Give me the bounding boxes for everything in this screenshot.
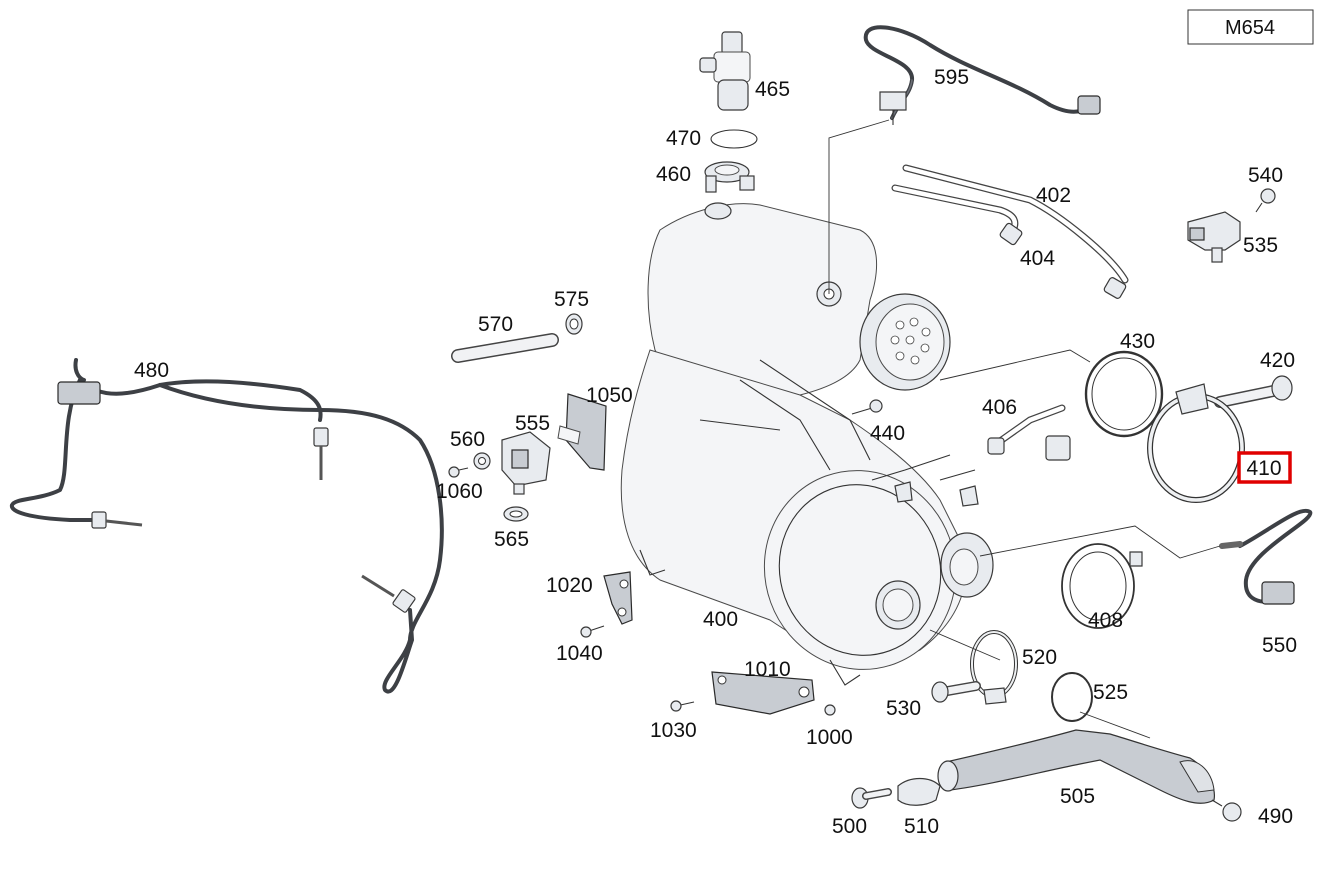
part-406-pipe[interactable] [987,404,1071,461]
part-490-bolt[interactable] [1211,799,1242,822]
callout-420[interactable]: 420 [1260,349,1295,372]
part-1010-bracket[interactable] [711,671,815,715]
part-410-clamp[interactable] [1147,383,1245,503]
part-550-sensor-cable[interactable] [1219,508,1313,605]
part-1000-nut[interactable] [824,704,836,716]
part-460-flange[interactable] [704,161,755,193]
part-520-clamp[interactable] [970,630,1018,705]
callout-465[interactable]: 465 [755,78,790,101]
part-420-bolt[interactable] [1214,375,1293,408]
part-510-clamp[interactable] [897,777,941,806]
leader-lines [828,119,1221,739]
callout-560[interactable]: 560 [450,428,485,451]
part-570-pin[interactable] [451,333,559,363]
part-1060-bolt[interactable] [448,466,469,478]
callout-402[interactable]: 402 [1036,184,1071,207]
highlighted-callout-410[interactable]: 410 [1237,451,1292,484]
callout-535[interactable]: 535 [1243,234,1278,257]
callout-530[interactable]: 530 [886,697,921,720]
part-404-pipe[interactable] [891,184,1023,246]
callout-490[interactable]: 490 [1258,805,1293,828]
callout-440[interactable]: 440 [870,422,905,445]
part-540-bolt[interactable] [1255,188,1276,213]
part-402-pipe[interactable] [902,164,1129,299]
callout-1010[interactable]: 1010 [744,658,791,681]
callout-1040[interactable]: 1040 [556,642,603,665]
callout-406[interactable]: 406 [982,396,1017,419]
callout-540[interactable]: 540 [1248,164,1283,187]
callout-505[interactable]: 505 [1060,785,1095,808]
engine-code-label: M654 [1225,17,1275,39]
callout-510[interactable]: 510 [904,815,939,838]
callout-404[interactable]: 404 [1020,247,1055,270]
part-430-seal-ring[interactable] [1084,350,1164,438]
part-555-sensor[interactable] [501,431,551,495]
part-500-bolt[interactable] [851,787,892,809]
part-565-clip[interactable] [503,506,529,522]
callout-labels: 465 470 460 595 402 404 540 535 570 575 … [134,66,1297,838]
callout-410[interactable]: 410 [1246,457,1281,480]
callout-430[interactable]: 430 [1120,330,1155,353]
callout-1000[interactable]: 1000 [806,726,853,749]
callout-525[interactable]: 525 [1093,681,1128,704]
part-470-gasket[interactable] [710,129,758,149]
part-505-exhaust-pipe[interactable] [937,729,1215,804]
callout-1020[interactable]: 1020 [546,574,593,597]
part-595-sensor-cable[interactable] [863,25,1101,125]
callout-570[interactable]: 570 [478,313,513,336]
part-1020-bracket[interactable] [603,571,633,625]
part-1040-bolt[interactable] [580,625,605,638]
part-440-bolt[interactable] [851,399,883,415]
part-525-seal-ring[interactable] [1051,672,1093,722]
callout-500[interactable]: 500 [832,815,867,838]
part-1030-bolt[interactable] [670,700,695,712]
part-1050-bracket[interactable] [557,393,607,471]
callout-565[interactable]: 565 [494,528,529,551]
part-465-dosing-module[interactable] [699,31,751,111]
callout-1050[interactable]: 1050 [586,384,633,407]
part-560-nut[interactable] [473,452,491,470]
callout-470[interactable]: 470 [666,127,701,150]
engine-code-box: M654 [1187,9,1314,45]
callout-1060[interactable]: 1060 [436,480,483,503]
part-400-exhaust-aftertreatment-housing[interactable] [620,202,994,696]
callout-1030[interactable]: 1030 [650,719,697,742]
callout-480[interactable]: 480 [134,359,169,382]
callout-520[interactable]: 520 [1022,646,1057,669]
callout-460[interactable]: 460 [656,163,691,186]
callout-575[interactable]: 575 [554,288,589,311]
part-575-clamp[interactable] [565,313,583,335]
part-535-pressure-sensor[interactable] [1187,211,1241,263]
callout-408[interactable]: 408 [1088,609,1123,632]
part-408-heat-shield[interactable] [1061,543,1143,629]
callout-400[interactable]: 400 [703,608,738,631]
part-480-temperature-sensor-harness[interactable] [9,358,444,694]
callout-595[interactable]: 595 [934,66,969,89]
callout-550[interactable]: 550 [1262,634,1297,657]
part-530-bolt[interactable] [931,681,981,703]
callout-555[interactable]: 555 [515,412,550,435]
